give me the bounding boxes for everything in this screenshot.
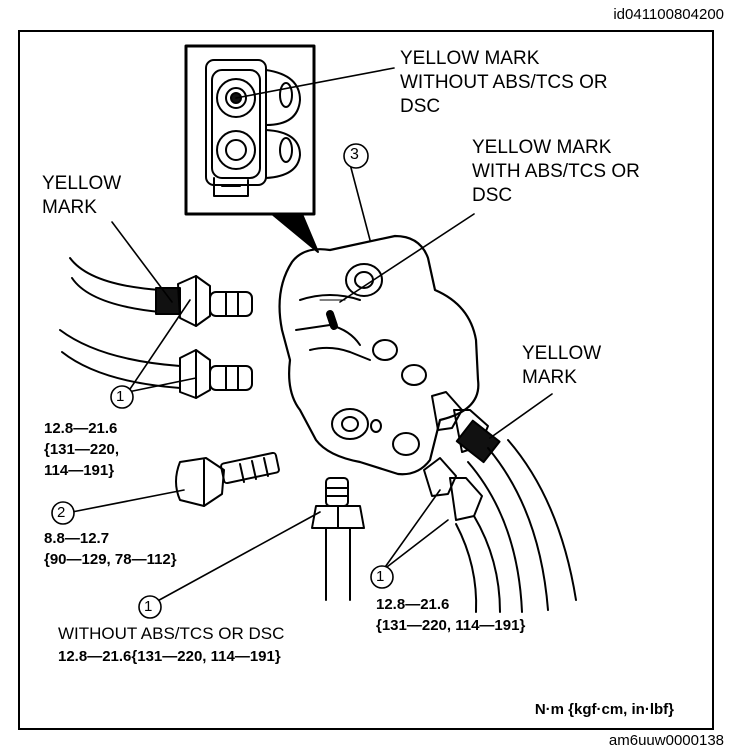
item-number-1-left: 1: [116, 388, 125, 405]
units-label: N·m {kgf·cm, in·lbf}: [534, 701, 674, 718]
item-number-1-right: 1: [376, 568, 385, 585]
image-ref: am6uuw0000138: [608, 732, 724, 749]
image-id: id041100804200: [613, 6, 724, 23]
spec-line: 8.8—12.7: [44, 530, 110, 547]
spec-line: 12.8—21.6: [376, 596, 450, 613]
spec-line: 12.8—21.6: [44, 420, 118, 437]
bolt: [175, 451, 280, 507]
callout-line: MARK: [522, 367, 577, 388]
item-number-1-bottom: 1: [144, 598, 153, 615]
junction-block: [278, 234, 480, 476]
callout-line: WITHOUT ABS/TCS OR: [400, 72, 608, 93]
callout-line: YELLOW: [522, 343, 602, 364]
callout-line: YELLOW: [42, 173, 122, 194]
spec-line: 114—191}: [44, 462, 115, 479]
bottom-line: [311, 477, 365, 601]
spec-line: {131—220, 114—191}: [376, 617, 526, 634]
left-lower-line: [59, 329, 253, 399]
torque-spec-left: 12.8—21.6 {131—220, 114—191}: [44, 418, 119, 481]
item-number-3: 3: [350, 146, 359, 163]
number-circles: [51, 143, 394, 619]
callout-line: WITH ABS/TCS OR: [472, 161, 640, 182]
label-yellow-mark-right: YELLOW MARK: [522, 342, 601, 390]
note-without-abs: WITHOUT ABS/TCS OR DSC: [58, 624, 285, 643]
callout-line: YELLOW MARK: [400, 48, 540, 69]
right-upper-line: [431, 391, 577, 613]
inset-detail: [184, 44, 316, 216]
callout-line: YELLOW MARK: [472, 137, 612, 158]
callout-line: DSC: [400, 96, 441, 117]
torque-spec-bolt: 8.8—12.7 {90—129, 78—112}: [44, 528, 177, 570]
callout-line: MARK: [42, 197, 97, 218]
callout-line: DSC: [472, 185, 513, 206]
torque-spec-bottom: 12.8—21.6{131—220, 114—191}: [58, 648, 281, 665]
spec-line: {131—220,: [44, 441, 120, 458]
right-lower-line: [423, 457, 501, 613]
label-yellow-mark-with: YELLOW MARK WITH ABS/TCS OR DSC: [472, 136, 640, 208]
left-upper-line: [69, 257, 253, 327]
item-number-2: 2: [57, 504, 66, 521]
spec-line: {90—129, 78—112}: [44, 551, 177, 568]
label-yellow-mark-left: YELLOW MARK: [42, 172, 121, 220]
torque-spec-right: 12.8—21.6 {131—220, 114—191}: [376, 594, 525, 636]
label-yellow-mark-without: YELLOW MARK WITHOUT ABS/TCS OR DSC: [400, 47, 608, 119]
leader-lines: [71, 67, 553, 605]
diagram-frame: [18, 30, 714, 730]
